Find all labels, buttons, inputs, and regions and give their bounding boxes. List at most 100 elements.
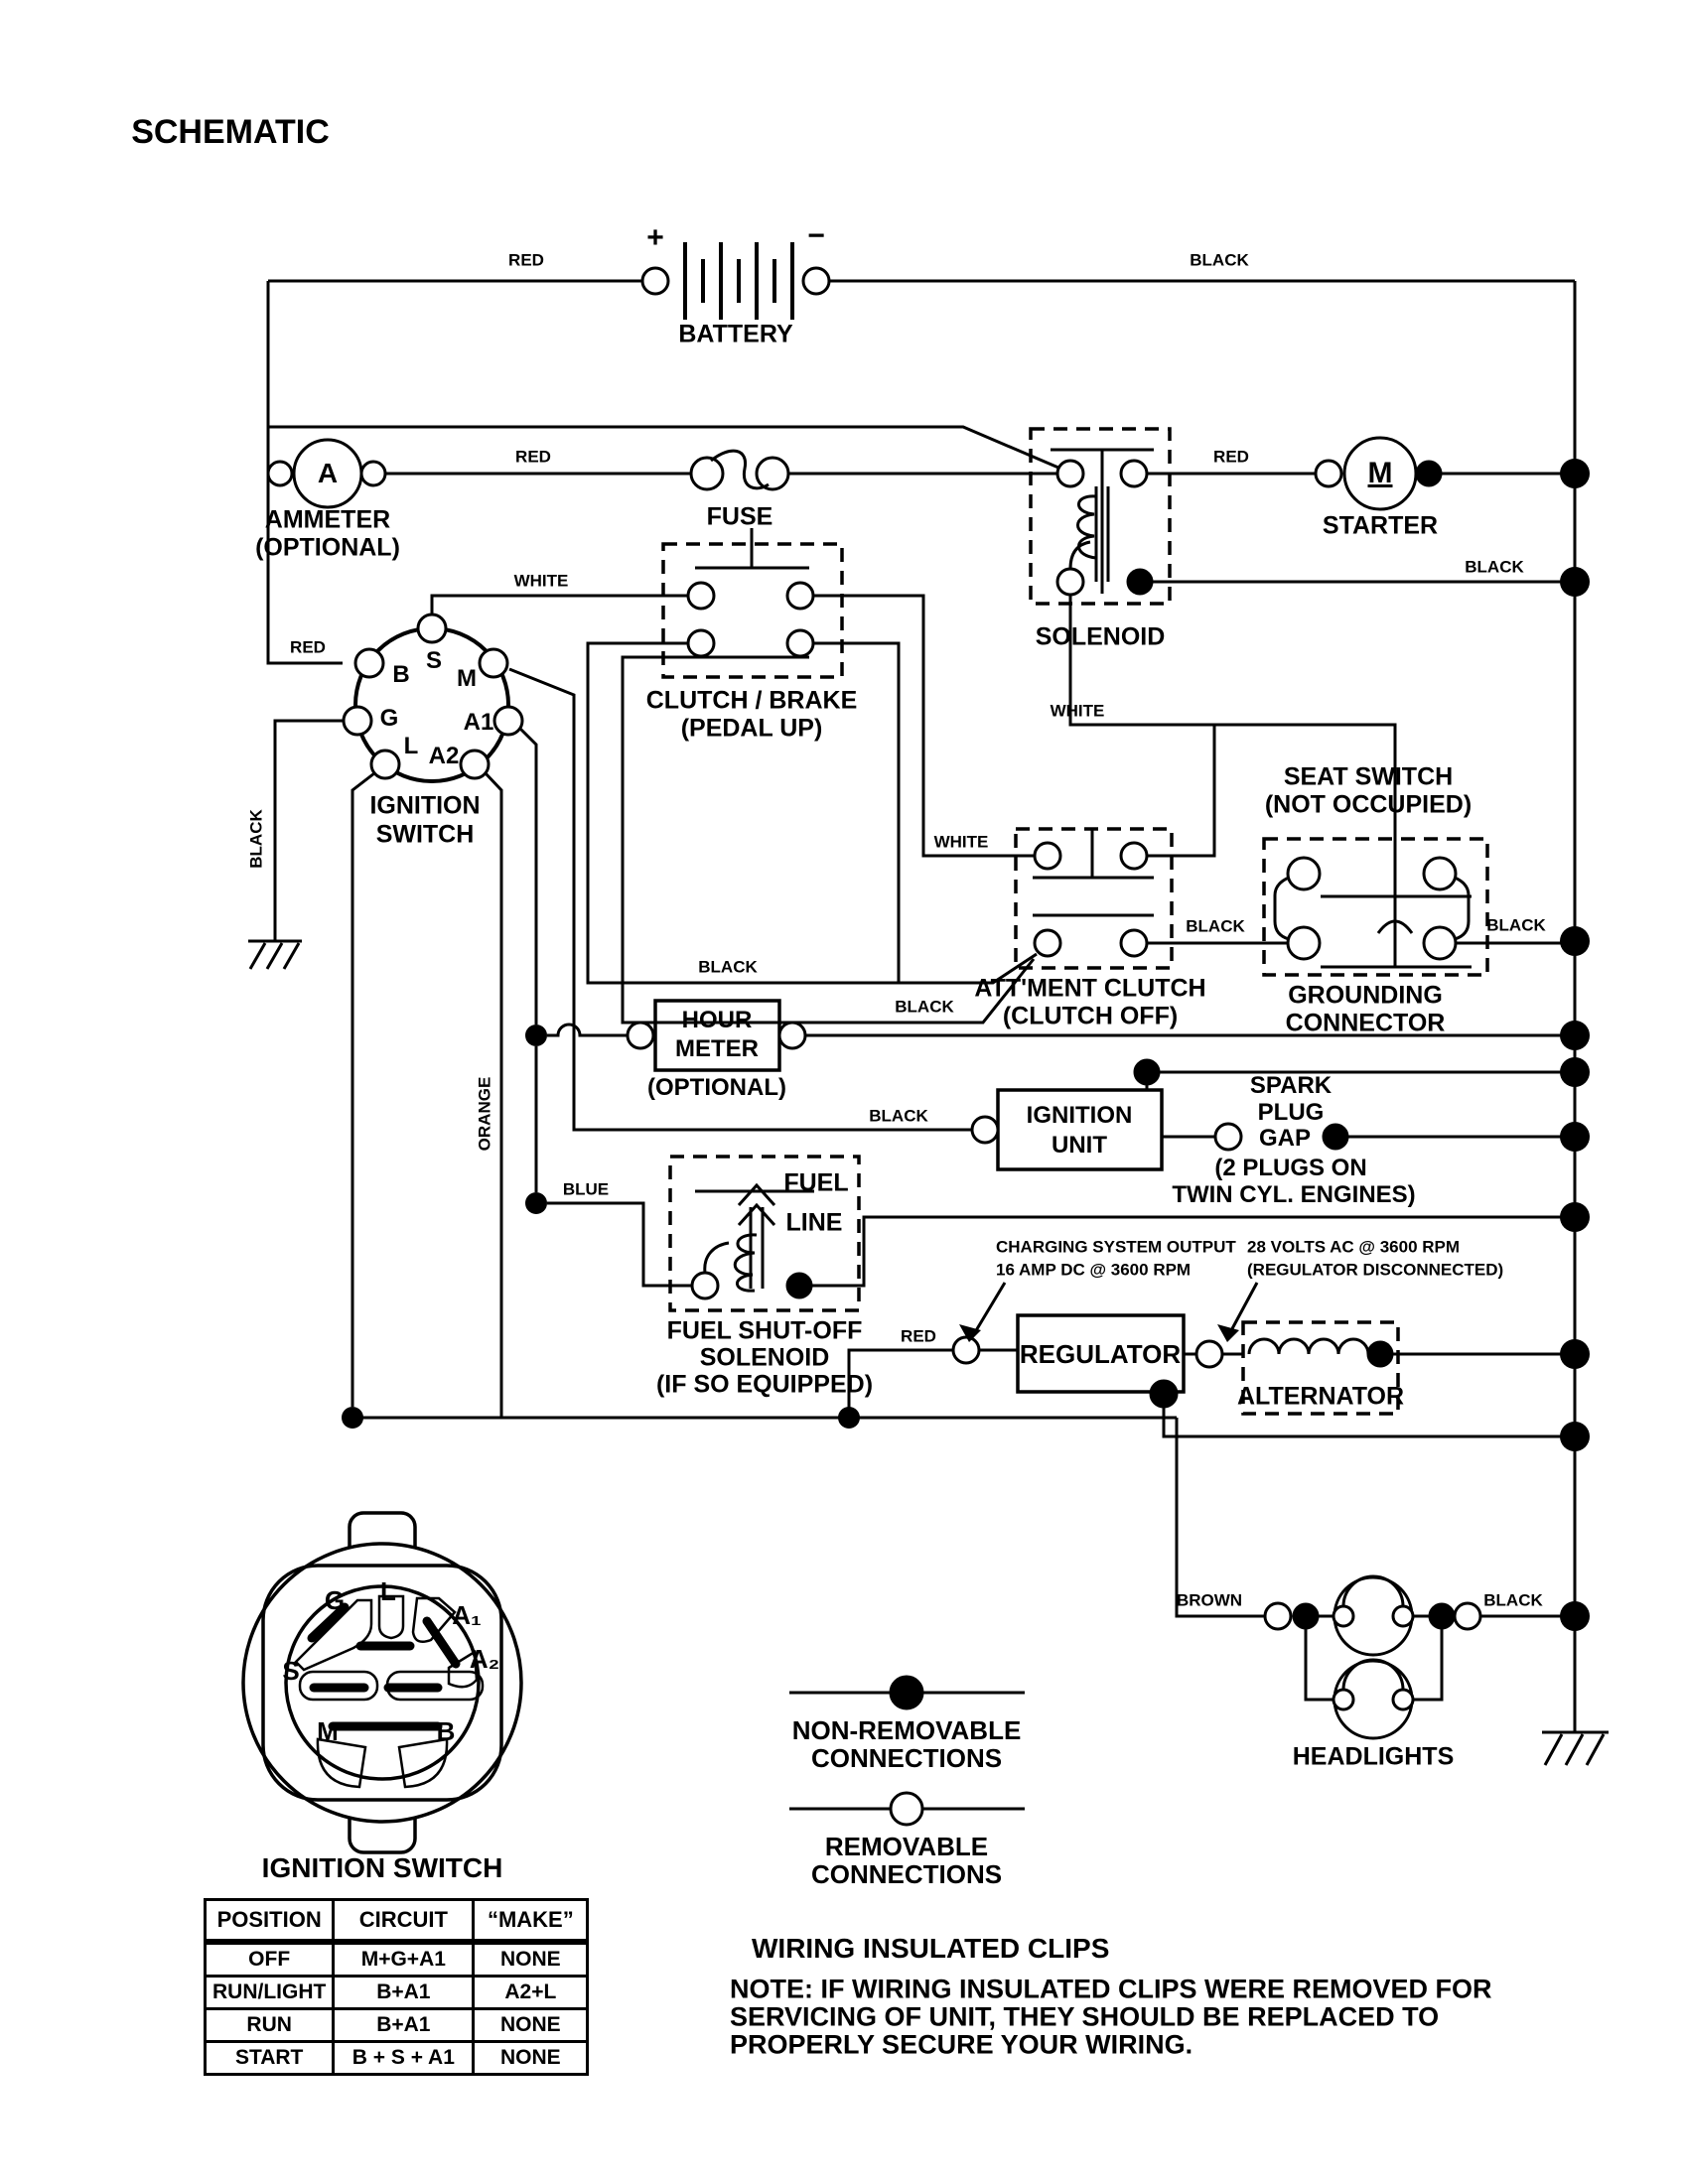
wire-label-red-top: RED [508, 250, 544, 270]
fuse-symbol [689, 449, 790, 491]
ignition-switch-caption2: SWITCH [375, 820, 475, 849]
ammeter-caption2: (OPTIONAL) [255, 533, 400, 562]
note-line2: SERVICING OF UNIT, THEY SHOULD BE REPLAC… [730, 2001, 1440, 2032]
clutch-brake-caption2: (PEDAL UP) [680, 714, 823, 743]
battery-caption: BATTERY [678, 320, 793, 348]
hour-meter-caption: (OPTIONAL) [647, 1074, 786, 1101]
legend-nonremovable-1: NON-REMOVABLE [791, 1715, 1022, 1745]
charging-note2: 16 AMP DC @ 3600 RPM [996, 1260, 1192, 1280]
clutch-brake-caption1: CLUTCH / BRAKE [645, 686, 858, 715]
table-row: RUN B+A1 NONE [203, 2007, 590, 2043]
connector-letter-a1: A₁ [452, 1600, 482, 1630]
cell: NONE [472, 1940, 590, 1978]
legend-removable-2: CONNECTIONS [810, 1859, 1003, 1889]
table-header-circuit: CIRCUIT [332, 1898, 476, 1945]
wire-label-black-seat-right: BLACK [1486, 915, 1546, 935]
note-line1: NOTE: IF WIRING INSULATED CLIPS WERE REM… [730, 1974, 1492, 2004]
cell: RUN [203, 2007, 336, 2043]
ammeter-caption: AMMETER [264, 505, 391, 534]
seat-switch-caption1: SEAT SWITCH [1283, 762, 1454, 791]
regulator-caption: REGULATOR [1019, 1339, 1182, 1369]
volts-note2: (REGULATOR DISCONNECTED) [1247, 1260, 1504, 1280]
volts-note1: 28 VOLTS AC @ 3600 RPM [1247, 1237, 1461, 1257]
spark-line1: SPARK [1249, 1072, 1333, 1099]
fuel-label: FUEL [783, 1168, 849, 1197]
wire-label-red-b: RED [290, 637, 326, 657]
table-row: OFF M+G+A1 NONE [203, 1940, 590, 1978]
ign-term-g: G [379, 705, 399, 732]
connector-letter-b: B [436, 1716, 456, 1746]
wire-label-orange: ORANGE [475, 1076, 494, 1152]
ignition-unit-line1: IGNITION [1026, 1102, 1133, 1129]
junction-dots [342, 459, 1590, 1631]
fuel-line-label: LINE [785, 1208, 843, 1237]
legend-nonremovable-2: CONNECTIONS [810, 1743, 1003, 1773]
solenoid-caption: SOLENOID [1035, 622, 1166, 651]
cell: A2+L [472, 1975, 590, 2010]
table-header-position: POSITION [203, 1898, 336, 1945]
legend-symbols [789, 1675, 1025, 1827]
wire-label-blue: BLUE [562, 1179, 610, 1199]
ammeter-symbol-letter: A [317, 458, 339, 488]
wire-label-black-top: BLACK [1190, 250, 1249, 270]
wire-label-black-attm-in2: BLACK [895, 997, 954, 1017]
seat-switch-box [1262, 816, 1489, 977]
cell: M+G+A1 [332, 1940, 476, 1978]
ign-term-b: B [392, 661, 410, 688]
fuse-caption: FUSE [706, 502, 773, 531]
connector-letter-a2: A₂ [469, 1644, 500, 1674]
wire-label-brown: BROWN [1176, 1590, 1243, 1610]
wire-label-black-ignition-unit: BLACK [869, 1106, 928, 1126]
wire-label-red-regulator: RED [901, 1326, 936, 1346]
table-header-make: “MAKE” [472, 1898, 590, 1945]
cell: NONE [472, 2007, 590, 2043]
ignition-switch-caption1: IGNITION [369, 791, 481, 820]
spark-line3: GAP [1258, 1125, 1312, 1152]
cell: NONE [472, 2040, 590, 2076]
ammeter-symbol [266, 438, 387, 509]
ignition-unit-box [970, 1058, 1349, 1171]
attm-clutch-caption2: (CLUTCH OFF) [1002, 1002, 1179, 1030]
cell: B+A1 [332, 1975, 476, 2010]
connector-letter-g: G [324, 1585, 346, 1615]
wire-label-white-seat: WHITE [1050, 701, 1105, 721]
table-row: RUN/LIGHT B+A1 A2+L [203, 1975, 590, 2010]
spark-line2: PLUG [1257, 1099, 1325, 1126]
alternator-caption: ALTERNATOR [1236, 1382, 1405, 1411]
cell: START [203, 2040, 336, 2076]
hour-meter-line2: METER [675, 1035, 759, 1062]
regulator-box [951, 1282, 1259, 1409]
headlights-caption: HEADLIGHTS [1292, 1742, 1455, 1771]
connector-letter-m: M [317, 1716, 339, 1746]
headlights-symbol [1263, 1574, 1482, 1740]
ign-term-m: M [457, 665, 477, 692]
fuel-caption1: FUEL SHUT-OFF [666, 1316, 863, 1345]
wire-label-red-fuse: RED [515, 447, 551, 467]
fuel-caption2: SOLENOID [699, 1343, 830, 1372]
hour-meter-box [626, 999, 807, 1072]
attm-clutch-box [1014, 827, 1174, 970]
wire-label-black-solenoid: BLACK [1465, 557, 1524, 577]
battery-symbol [640, 242, 831, 320]
wire-label-black-left: BLACK [246, 809, 266, 869]
starter-caption: STARTER [1322, 511, 1439, 540]
seat-switch-caption4: CONNECTOR [1285, 1009, 1446, 1037]
connector-letter-l: L [380, 1576, 396, 1606]
ground-left-icon [248, 939, 302, 970]
starter-symbol [1314, 436, 1443, 511]
fuel-solenoid-box [668, 1155, 861, 1312]
ign-term-s: S [425, 647, 443, 674]
ignition-switch-symbol [342, 613, 524, 783]
clutch-brake-box [661, 528, 844, 679]
wire-label-black-headlights: BLACK [1483, 1590, 1543, 1610]
connector-caption: IGNITION SWITCH [261, 1852, 503, 1883]
spark-line4: (2 PLUGS ON [1214, 1155, 1367, 1181]
table-row: START B + S + A1 NONE [203, 2040, 590, 2076]
ignition-unit-line2: UNIT [1052, 1132, 1107, 1159]
attm-clutch-caption1: ATT'MENT CLUTCH [974, 974, 1206, 1003]
connector-letter-s: S [282, 1656, 300, 1686]
wire-label-white-attm: WHITE [933, 832, 989, 852]
ground-right-icon [1542, 1730, 1609, 1766]
